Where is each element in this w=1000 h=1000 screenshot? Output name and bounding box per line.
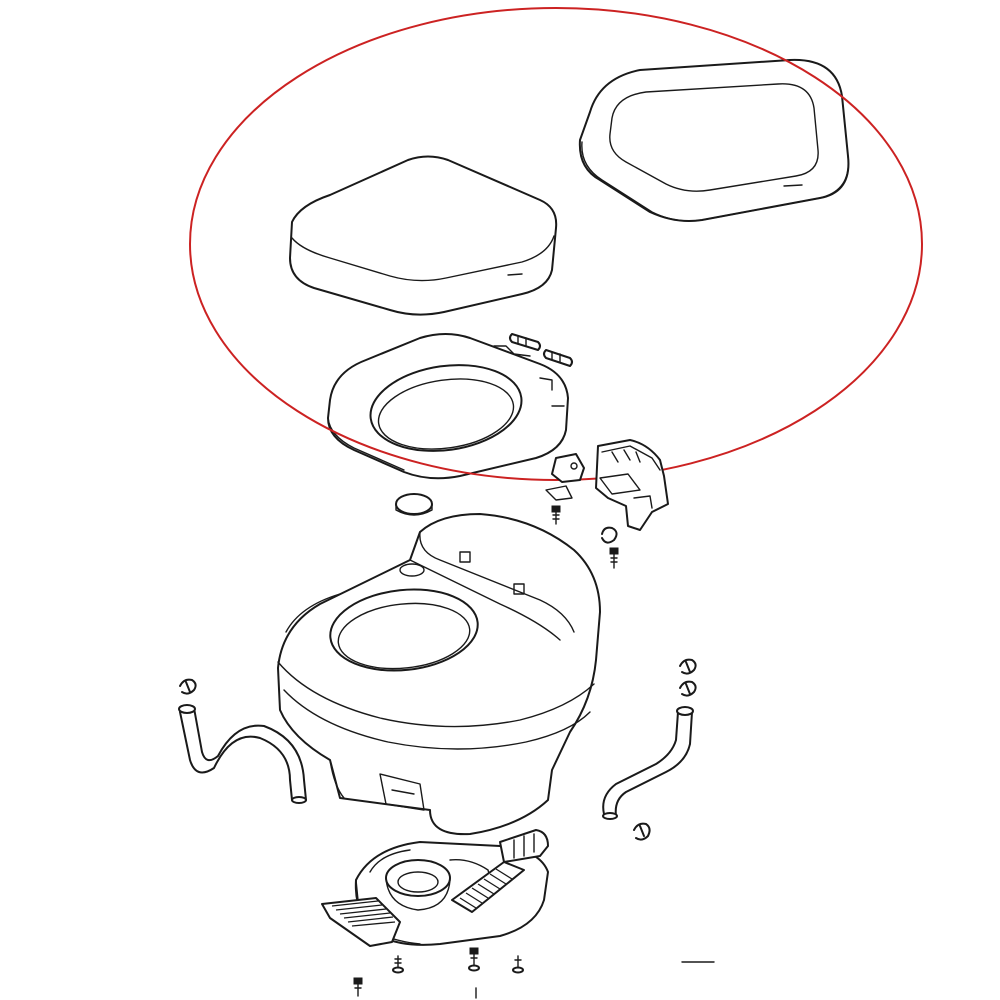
hinge-pins bbox=[509, 333, 573, 367]
screw bbox=[609, 547, 619, 569]
hose-clamp bbox=[179, 678, 197, 695]
highlight-ellipse bbox=[189, 7, 923, 481]
slide-rack bbox=[451, 861, 525, 913]
water-hose-left bbox=[178, 704, 307, 804]
toilet-seat bbox=[327, 333, 569, 480]
screw bbox=[551, 505, 561, 525]
screw bbox=[392, 955, 404, 974]
water-hose-right bbox=[602, 706, 694, 820]
spring-clip bbox=[601, 526, 618, 544]
screw bbox=[512, 955, 524, 974]
screw bbox=[353, 977, 363, 997]
lid-cover bbox=[289, 155, 558, 316]
hose-clamp bbox=[679, 658, 697, 675]
plug-cap bbox=[395, 493, 433, 516]
hose-clamp bbox=[679, 680, 697, 697]
hinge-bracket bbox=[545, 439, 669, 531]
flush-pedal bbox=[321, 897, 401, 947]
lid-closed-top bbox=[578, 58, 850, 222]
toilet-bowl bbox=[277, 513, 601, 836]
screw bbox=[468, 947, 480, 972]
hose-clamp bbox=[633, 822, 651, 841]
